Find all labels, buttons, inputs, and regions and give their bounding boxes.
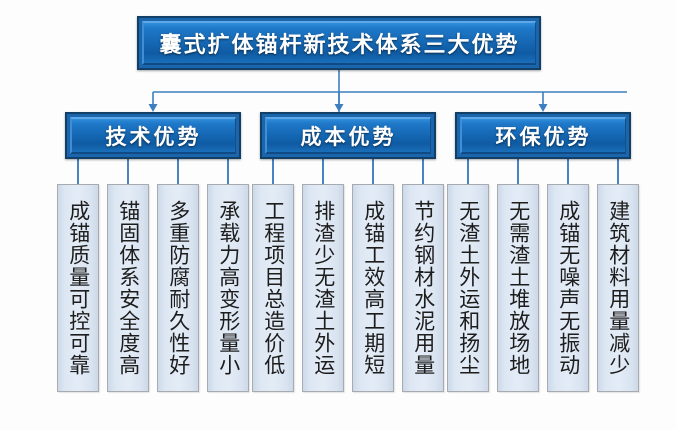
leaf-node-label: 工程项目总造价低 — [261, 200, 286, 376]
branch-node-cost-inner: 成本优势 — [265, 117, 431, 154]
branch-node-technical-inner: 技术优势 — [70, 117, 236, 154]
branch-node-cost[interactable]: 成本优势 — [260, 112, 436, 159]
leaf-node-label: 排渣少无渣土外运 — [311, 200, 336, 376]
root-node-inner: 囊式扩体锚杆新技术体系三大优势 — [142, 21, 536, 65]
leaf-node-label: 成锚无噪声无振动 — [556, 200, 581, 376]
root-node-label: 囊式扩体锚杆新技术体系三大优势 — [159, 33, 520, 58]
leaf-node-label: 节约钢材水泥用量 — [411, 200, 436, 376]
leaf-node[interactable]: 建筑材料用量减少 — [597, 184, 639, 392]
branch-node-technical[interactable]: 技术优势 — [65, 112, 241, 159]
leaf-node-label: 锚固体系安全度高 — [116, 200, 141, 376]
leaf-node[interactable]: 成锚无噪声无振动 — [547, 184, 589, 392]
leaf-node-label: 建筑材料用量减少 — [606, 200, 631, 376]
leaf-node-label: 多重防腐耐久性好 — [166, 200, 191, 376]
leaf-node[interactable]: 无渣土外运和扬尘 — [447, 184, 489, 392]
leaf-node[interactable]: 成锚质量可控可靠 — [57, 184, 99, 392]
leaf-node-label: 无需渣土堆放场地 — [506, 200, 531, 376]
leaf-node[interactable]: 节约钢材水泥用量 — [402, 184, 444, 392]
leaf-node-label: 成锚质量可控可靠 — [66, 200, 91, 376]
arrowhead-1 — [334, 104, 344, 112]
branch-node-cost-label: 成本优势 — [300, 124, 397, 149]
arrowhead-2 — [538, 104, 548, 112]
connector-leaf-stems — [77, 159, 619, 184]
branch-node-environmental-inner: 环保优势 — [460, 117, 626, 154]
branch-node-environmental-label: 环保优势 — [495, 124, 592, 149]
leaf-node[interactable]: 承载力高变形量小 — [207, 184, 249, 392]
leaf-node[interactable]: 成锚工效高工期短 — [352, 184, 394, 392]
arrowhead-0 — [148, 104, 158, 112]
leaf-node[interactable]: 多重防腐耐久性好 — [157, 184, 199, 392]
leaf-node[interactable]: 排渣少无渣土外运 — [302, 184, 344, 392]
connector-arrowheads — [148, 104, 548, 112]
leaf-node-label: 承载力高变形量小 — [216, 200, 241, 376]
leaf-node[interactable]: 锚固体系安全度高 — [107, 184, 149, 392]
branch-node-technical-label: 技术优势 — [105, 124, 202, 149]
leaf-node[interactable]: 无需渣土堆放场地 — [497, 184, 539, 392]
leaf-node-label: 成锚工效高工期短 — [361, 200, 386, 376]
branch-node-environmental[interactable]: 环保优势 — [455, 112, 631, 159]
leaf-node[interactable]: 工程项目总造价低 — [252, 184, 294, 392]
leaf-node-label: 无渣土外运和扬尘 — [456, 200, 481, 376]
root-node[interactable]: 囊式扩体锚杆新技术体系三大优势 — [137, 16, 541, 70]
